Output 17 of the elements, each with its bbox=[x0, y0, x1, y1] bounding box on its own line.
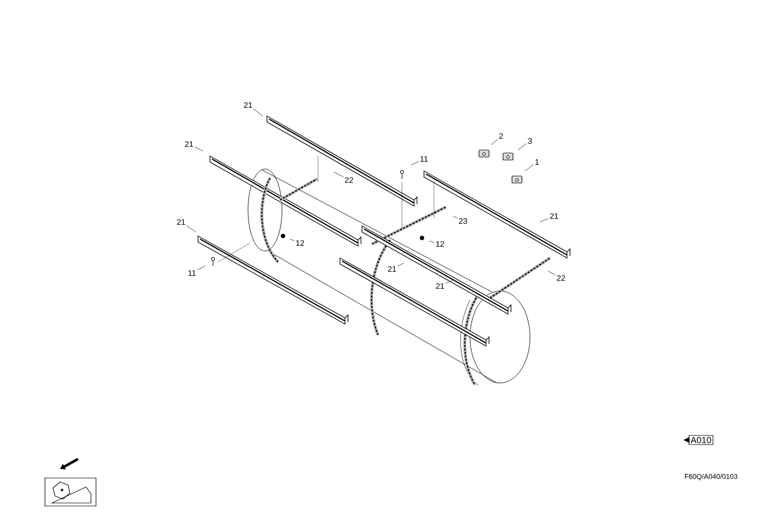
leader-line bbox=[524, 164, 534, 172]
leader-line bbox=[490, 138, 498, 146]
leader-line bbox=[253, 108, 264, 116]
leader-line bbox=[518, 143, 527, 150]
leader-line bbox=[186, 226, 196, 232]
leader-line bbox=[334, 172, 344, 178]
leader-line bbox=[445, 280, 454, 284]
leader-line bbox=[452, 216, 458, 218]
leader-line bbox=[397, 262, 404, 266]
reference-box: A010 bbox=[684, 435, 714, 445]
leader-line bbox=[194, 146, 204, 152]
leader-line bbox=[197, 266, 206, 270]
leader-line bbox=[410, 161, 419, 166]
leader-line bbox=[548, 270, 556, 276]
leader-line bbox=[540, 218, 549, 222]
leader-line bbox=[428, 240, 435, 243]
leader-line bbox=[290, 238, 295, 241]
